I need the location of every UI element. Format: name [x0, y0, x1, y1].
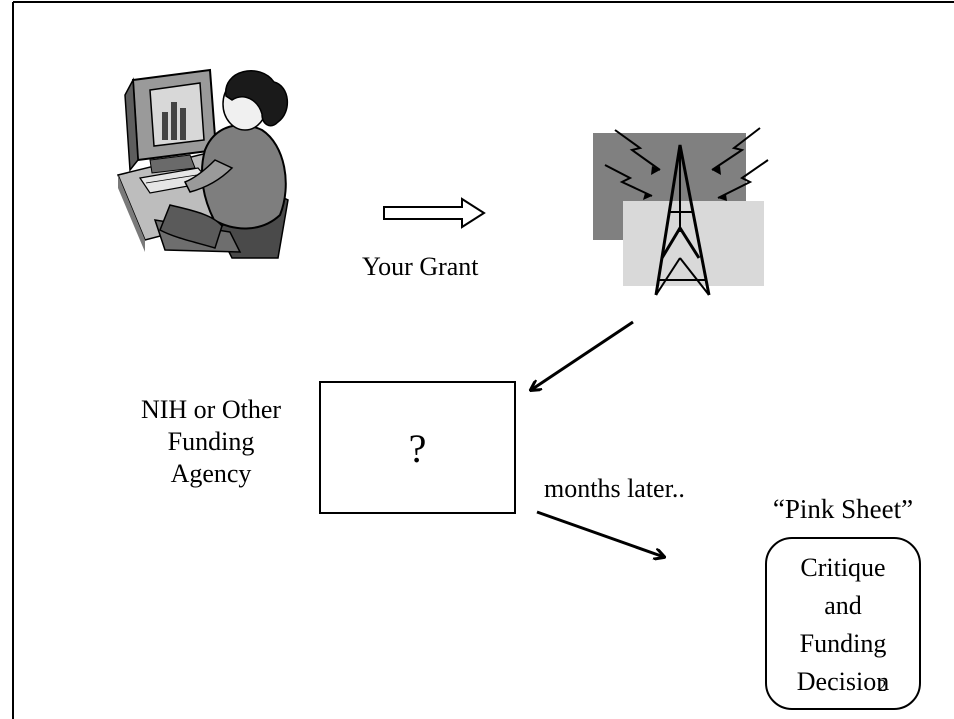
unknown-box-text: ?	[408, 426, 427, 471]
page-number: 2	[878, 676, 887, 695]
grant-label: Your Grant	[362, 252, 479, 281]
unknown-process-box	[319, 381, 516, 514]
pink-sheet-label: “Pink Sheet”	[772, 494, 914, 524]
tower-to-agency-arrow	[531, 320, 634, 390]
agency-to-result-arrow	[536, 510, 664, 557]
delay-label: months later..	[544, 474, 685, 503]
result-box	[765, 537, 921, 710]
broadcast-tower-icon	[593, 127, 769, 296]
hollow-right-arrow-icon	[383, 197, 486, 229]
woman-at-computer-icon	[116, 68, 289, 259]
agency-label: NIH or Other Funding Agency	[140, 395, 282, 488]
result-box-text: Critique and Funding Decision	[796, 553, 890, 696]
